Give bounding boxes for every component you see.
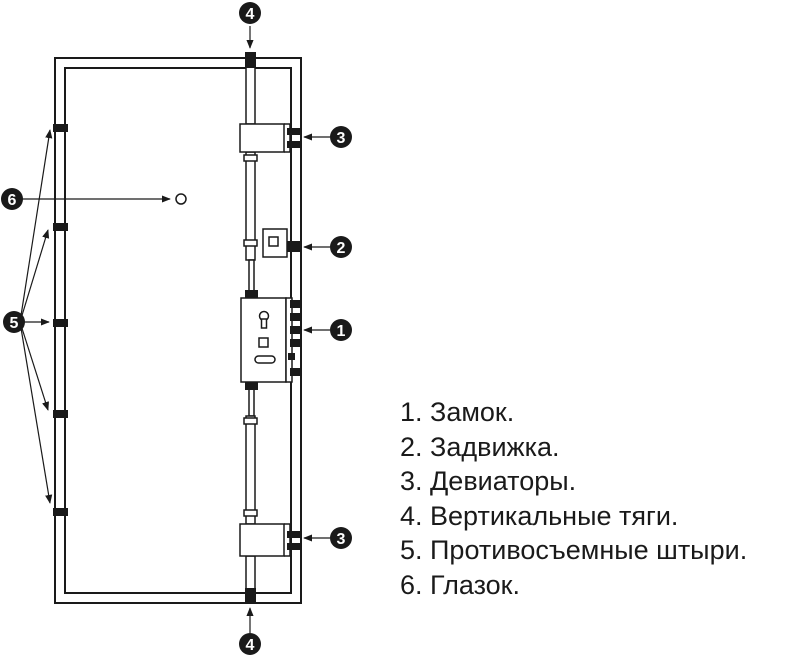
lock-bolt (290, 339, 301, 347)
leader-lines (19, 26, 330, 633)
top-rod-sleeve (243, 154, 258, 162)
top-rod-sleeve (243, 239, 258, 247)
latch (262, 228, 301, 258)
badge-number: 3 (337, 531, 346, 548)
bottom-rod-bolt (245, 588, 256, 604)
badge-number: 2 (337, 240, 346, 257)
badge-number: 3 (337, 130, 346, 147)
deviator-bolt (287, 128, 301, 135)
lock-bottom-cap (245, 380, 258, 390)
lock-spindle (258, 337, 269, 348)
bottom-rod-sleeve (243, 417, 258, 425)
legend-item-anti-removal-pins: 5. Противосъемные штыри. (400, 535, 748, 565)
arrow-pin-5 (19, 321, 53, 504)
bottom-rod-lower (245, 555, 256, 591)
badge-deviator-bottom: 3 (330, 527, 352, 549)
badge-top-rod: 4 (239, 2, 261, 24)
badge-bottom-rod: 4 (239, 633, 261, 655)
badge-lock: 1 (330, 319, 352, 341)
legend-item-lock: 1. Замок. (400, 397, 515, 427)
arrow-pin-4 (19, 321, 49, 411)
badge-peephole: 6 (1, 188, 23, 210)
badge-number: 4 (246, 6, 255, 23)
lock-cylinder-slot (254, 355, 276, 364)
deviator-bottom (239, 523, 301, 557)
lock-top-cap (245, 290, 258, 300)
deviator-bolt (287, 531, 301, 538)
legend-item-peephole: 6. Глазок. (400, 569, 520, 600)
legend-item-deviators: 3. Девиаторы. (400, 466, 577, 496)
lock-bolt (290, 300, 301, 308)
lock-bolt (290, 313, 301, 321)
deviator-top (239, 123, 301, 153)
badge-deviator-top: 3 (330, 126, 352, 148)
anti-removal-pin (53, 508, 68, 516)
top-rod-upper (245, 65, 256, 125)
anti-removal-pins (53, 124, 68, 516)
anti-removal-pin (53, 410, 68, 418)
lock-bolt (290, 326, 301, 334)
badge-number: 6 (8, 192, 17, 209)
keyhole-icon (258, 310, 270, 329)
bottom-rod-sleeve (243, 509, 258, 517)
circle-icon (175, 193, 187, 205)
lock-latch-bolt (288, 353, 295, 360)
legend: 1. Замок. 2. Задвижка. 3. Девиаторы. 4. … (400, 395, 747, 602)
badge-number: 1 (337, 323, 346, 340)
lock-bolt (290, 368, 301, 376)
anti-removal-pin (53, 223, 68, 231)
main-lock (240, 290, 301, 390)
badge-latch: 2 (330, 236, 352, 258)
legend-item-vertical-rods: 4. Вертикальные тяги. (400, 500, 679, 531)
legend-item-latch: 2. Задвижка. (400, 431, 560, 462)
latch-bolt (287, 241, 301, 252)
arrow-pin-1 (19, 129, 53, 323)
badge-number: 4 (246, 637, 255, 654)
anti-removal-pin (53, 124, 68, 132)
deviator-bolt (287, 141, 301, 148)
deviator-bolt (287, 543, 301, 550)
badge-anti-removal-pins: 5 (3, 311, 25, 333)
badge-number: 5 (10, 315, 19, 332)
anti-removal-pin (53, 319, 68, 327)
top-rod-bolt (245, 52, 256, 68)
bottom-rod-upper (245, 415, 256, 525)
arrow-pin-2 (19, 229, 50, 323)
